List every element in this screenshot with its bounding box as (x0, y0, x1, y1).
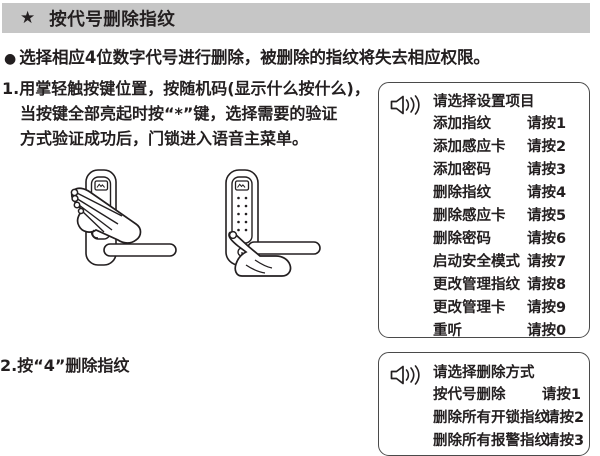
voice-item-key: 请按4 (527, 185, 567, 201)
page-title: 按代号删除指纹 (49, 9, 176, 30)
voice-menu-item[interactable]: 按代号删除 请按1 (433, 384, 581, 407)
voice-menu-delete-method-box: 请选择删除方式 按代号删除 请按1 删除所有开锁指纹 请按2 删除所有报警指纹 … (378, 352, 590, 456)
step-1-block: 1.用掌轻触按键位置，按随机码(显示什么按什么)， 当按键全部亮起时按“*”键，… (2, 76, 370, 151)
voice-item-key: 请按2 (527, 139, 567, 155)
step-2-line-1: 2.按“4”删除指纹 (0, 356, 130, 375)
voice-item-label: 删除感应卡 (433, 208, 506, 224)
voice-menu-item[interactable]: 添加密码 请按3 (433, 159, 581, 182)
voice-item-label: 添加指纹 (433, 116, 491, 132)
voice-box-2-title: 请选择删除方式 (433, 365, 535, 381)
voice-menu-item[interactable]: 删除指纹 请按4 (433, 182, 581, 205)
speaker-icon (390, 365, 420, 385)
voice-item-key: 请按8 (527, 277, 567, 293)
voice-item-label: 添加感应卡 (433, 139, 506, 155)
voice-item-key: 请按0 (527, 323, 567, 339)
illustration-group (60, 168, 360, 278)
voice-menu-item[interactable]: 更改管理卡 请按9 (433, 297, 581, 320)
step-1-line-3: 方式验证成功后，门锁进入语音主菜单。 (20, 129, 309, 148)
voice-item-key: 请按1 (541, 387, 581, 403)
step-2-block: 2.按“4”删除指纹 (0, 352, 360, 376)
voice-item-key: 请按9 (527, 300, 567, 316)
voice-item-key: 请按3 (545, 433, 585, 449)
voice-menu-settings-box: 请选择设置项目 添加指纹 请按1 添加感应卡 请按2 添加密码 请按3 删除指纹… (378, 82, 590, 339)
voice-item-key: 请按5 (527, 208, 567, 224)
voice-item-key: 请按6 (527, 231, 567, 247)
voice-item-label: 重听 (433, 323, 462, 339)
voice-item-label: 按代号删除 (433, 387, 506, 403)
voice-menu-item[interactable]: 更改管理指纹 请按8 (433, 274, 581, 297)
bullet-dot-icon: ● (4, 51, 17, 67)
finger-press-lock-illustration (225, 169, 321, 277)
palm-touch-lock-illustration (70, 169, 177, 266)
voice-menu-item[interactable]: 删除感应卡 请按5 (433, 205, 581, 228)
step-1-line-1: 1.用掌轻触按键位置，按随机码(显示什么按什么)， (2, 79, 370, 98)
star-icon: ★ (20, 7, 36, 28)
speaker-icon (390, 95, 420, 115)
bullet-note-text: 选择相应4位数字代号进行删除，被删除的指纹将失去相应权限。 (19, 48, 490, 67)
voice-item-label: 启动安全模式 (433, 254, 520, 270)
voice-item-key: 请按2 (545, 410, 585, 426)
voice-menu-item[interactable]: 添加感应卡 请按2 (433, 136, 581, 159)
voice-item-key: 请按7 (527, 254, 567, 270)
voice-item-key: 请按3 (527, 162, 567, 178)
voice-item-label: 添加密码 (433, 162, 491, 178)
voice-menu-item[interactable]: 重听 请按0 (433, 320, 581, 343)
voice-item-label: 删除所有报警指纹 (433, 433, 549, 449)
voice-item-label: 删除密码 (433, 231, 491, 247)
voice-menu-item[interactable]: 删除所有报警指纹 请按3 (433, 430, 585, 453)
voice-item-label: 更改管理指纹 (433, 277, 520, 293)
voice-menu-item[interactable]: 删除密码 请按6 (433, 228, 581, 251)
voice-item-label: 删除所有开锁指纹 (433, 410, 549, 426)
voice-item-label: 删除指纹 (433, 185, 491, 201)
voice-box-1-title: 请选择设置项目 (433, 94, 535, 110)
voice-menu-item[interactable]: 删除所有开锁指纹 请按2 (433, 407, 585, 430)
step-1-line-2: 当按键全部亮起时按“*”键，选择需要的验证 (20, 104, 338, 123)
voice-menu-item[interactable]: 添加指纹 请按1 (433, 113, 581, 136)
voice-item-label: 更改管理卡 (433, 300, 506, 316)
voice-menu-item[interactable]: 启动安全模式 请按7 (433, 251, 581, 274)
voice-item-key: 请按1 (527, 116, 567, 132)
bullet-note: ● 选择相应4位数字代号进行删除，被删除的指纹将失去相应权限。 (4, 44, 594, 68)
section-header-bar: ★ 按代号删除指纹 (2, 3, 590, 33)
